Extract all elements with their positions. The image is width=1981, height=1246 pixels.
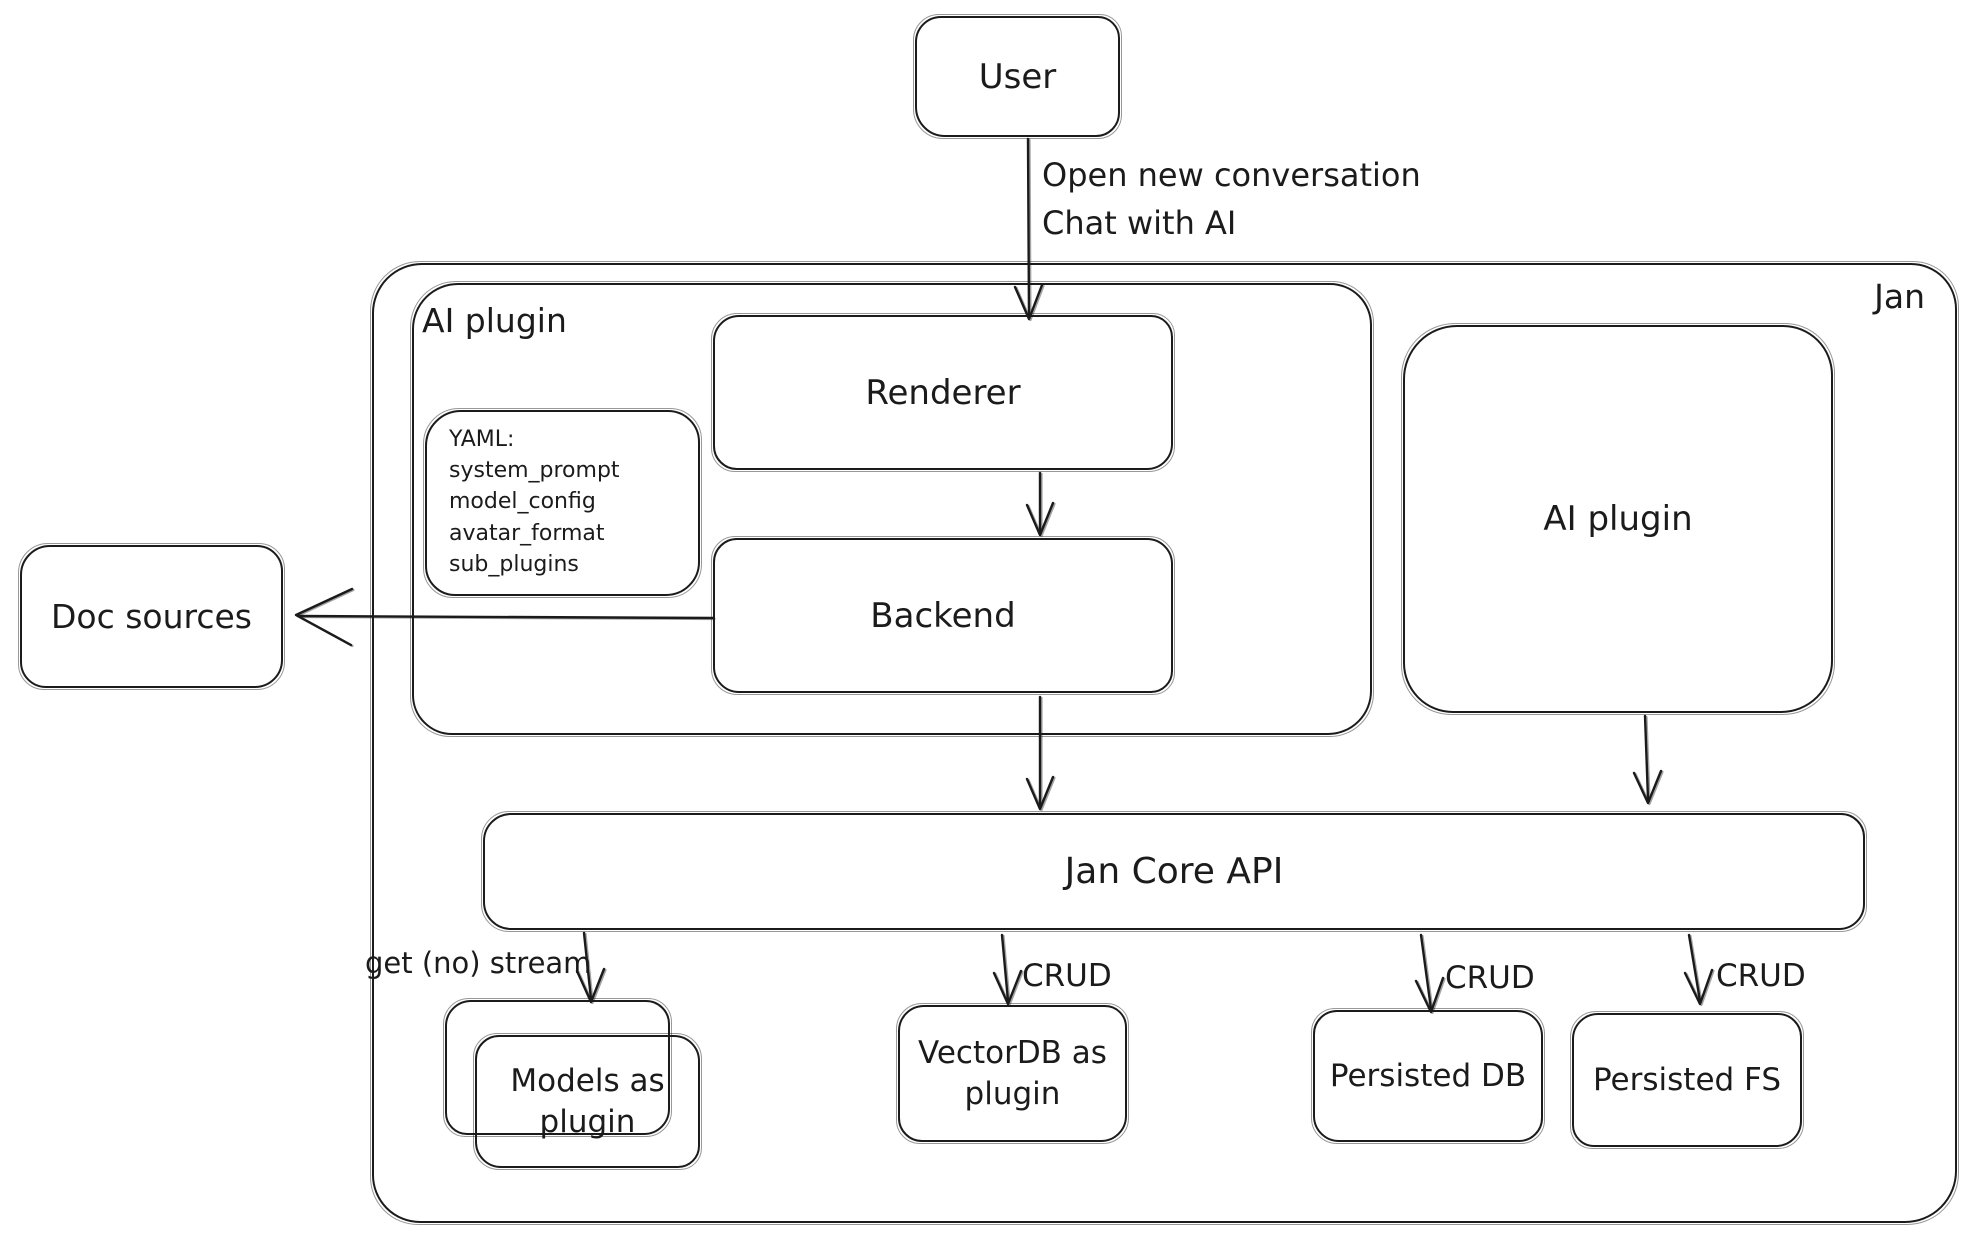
yaml-line-system-prompt: system_prompt	[449, 458, 620, 484]
yaml-note-text: YAML: system_prompt model_config avatar_…	[449, 424, 620, 580]
ai-plugin-right-node-label: AI plugin	[1543, 499, 1693, 539]
ai-plugin-left-container-label: AI plugin	[422, 301, 567, 340]
jan-core-api-node-label: Jan Core API	[1064, 851, 1284, 892]
yaml-line-title: YAML:	[449, 427, 515, 452]
edge-label-chat-with-ai: Chat with AI	[1042, 204, 1237, 242]
arrow-jan-core-api-to-persisted-fs[interactable]	[1683, 933, 1714, 1006]
jan-container-label: Jan	[1874, 277, 1925, 316]
yaml-line-avatar-format: avatar_format	[449, 520, 605, 546]
backend-node-label: Backend	[870, 595, 1016, 636]
edge-label-crud-persisted-fs: CRUD	[1716, 958, 1806, 994]
models-node-label: Models as plugin	[510, 1063, 665, 1140]
edge-label-get-no-stream: get (no) stream	[365, 946, 592, 980]
vectordb-node-label: VectorDB as plugin	[918, 1035, 1107, 1112]
arrow-jan-core-api-to-persisted-db[interactable]	[1414, 933, 1445, 1014]
arrow-renderer-to-backend[interactable]	[1025, 471, 1055, 537]
yaml-line-model-config: model_config	[449, 489, 596, 515]
yaml-line-sub-plugins: sub_plugins	[449, 551, 579, 577]
edge-label-crud-vectordb: CRUD	[1022, 958, 1112, 994]
user-node-label: User	[978, 56, 1057, 97]
backend-node[interactable]: Backend	[711, 536, 1175, 695]
edge-label-open-new-conversation: Open new conversation	[1042, 156, 1421, 194]
persisted-db-node-label: Persisted DB	[1329, 1058, 1527, 1094]
renderer-node[interactable]: Renderer	[711, 313, 1175, 472]
persisted-fs-node-label: Persisted FS	[1592, 1062, 1782, 1098]
doc-sources-node-label: Doc sources	[50, 597, 252, 636]
persisted-fs-node[interactable]: Persisted FS	[1570, 1011, 1804, 1149]
renderer-node-label: Renderer	[865, 372, 1021, 413]
persisted-db-node[interactable]: Persisted DB	[1311, 1008, 1545, 1144]
edge-label-crud-persisted-db: CRUD	[1445, 960, 1535, 996]
